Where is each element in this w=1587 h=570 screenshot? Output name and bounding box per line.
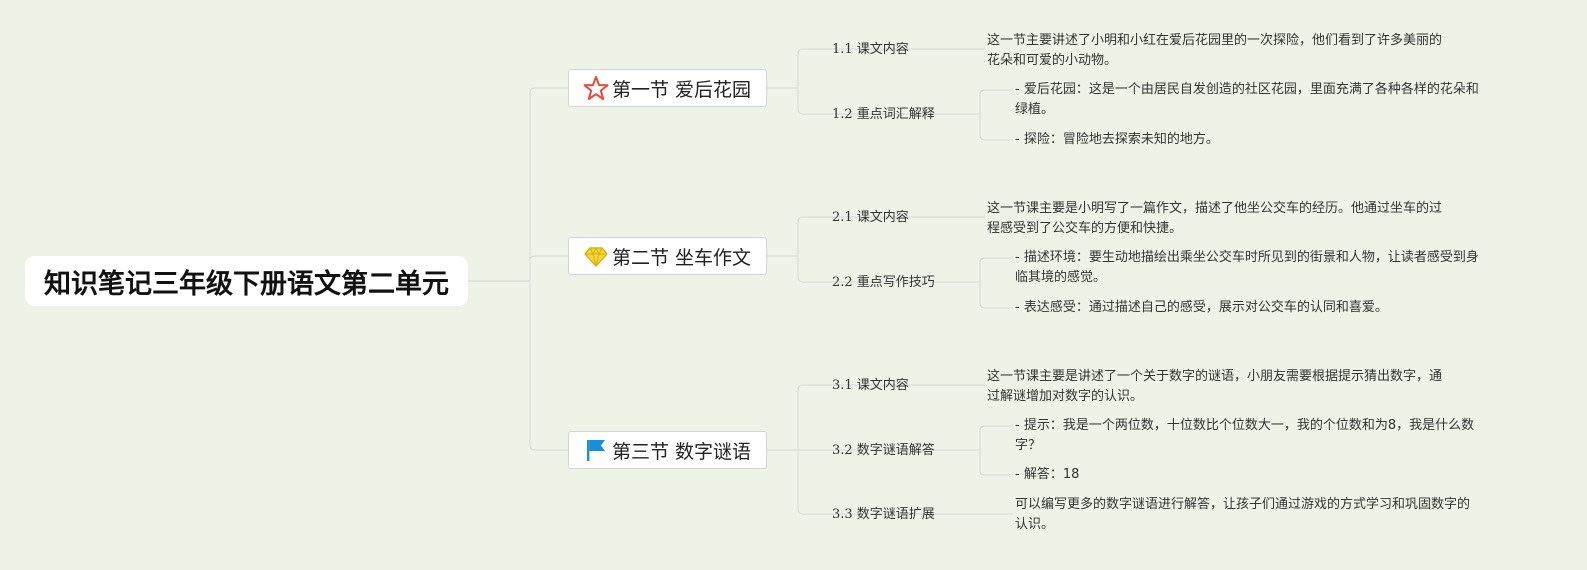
detail-branch-2-2	[979, 302, 1013, 309]
detail-branch-2-1	[979, 257, 1013, 264]
star-icon	[583, 75, 609, 101]
subtopic-3-3[interactable]: 3.3 数字谜语扩展	[832, 507, 935, 522]
detail-1-2-b[interactable]: - 探险：冒险地去探索未知的地方。	[1015, 132, 1219, 147]
detail-3-1[interactable]: 这一节课主要是讲述了一个关于数字的谜语，小朋友需要根据提示猜出数字，通 过解谜增…	[987, 369, 1443, 404]
section-connector-3	[529, 444, 568, 451]
detail-branch-1-2	[979, 134, 1013, 141]
section-2-topic[interactable]: 第二节 坐车作文	[568, 237, 767, 275]
section-3-topic[interactable]: 第三节 数字谜语	[568, 431, 767, 469]
subtopic-1-2[interactable]: 1.2 重点词汇解释	[832, 107, 935, 122]
detail-2-1[interactable]: 这一节课主要是小明写了一篇作文，描述了他坐公交车的经历。他通过坐车的过 程感受到…	[987, 201, 1443, 236]
section-connector-1	[529, 87, 568, 94]
subtopic-1-1[interactable]: 1.1 课文内容	[832, 42, 909, 57]
section-1-topic[interactable]: 第一节 爱后花园	[568, 69, 767, 107]
detail-branch-3-1	[979, 425, 1013, 432]
detail-3-2-a[interactable]: - 提示：我是一个两位数，十位数比个位数大一，我的个位数和为8，我是什么数 字？	[1015, 418, 1475, 453]
detail-2-2-a[interactable]: - 描述环境：要生动地描绘出乘坐公交车时所见到的街景和人物，让读者感受到身 临其…	[1015, 250, 1479, 285]
section-2-label: 第二节 坐车作文	[612, 246, 752, 269]
detail-3-2-b[interactable]: - 解答：18	[1015, 467, 1080, 482]
flag-icon	[583, 437, 609, 463]
subtopic-3-1[interactable]: 3.1 课文内容	[832, 378, 909, 393]
detail-1-1[interactable]: 这一节主要讲述了小明和小红在爱后花园里的一次探险，他们看到了许多美丽的 花朵和可…	[987, 33, 1443, 68]
subtopic-2-1[interactable]: 2.1 课文内容	[832, 210, 909, 225]
subtopic-3-2[interactable]: 3.2 数字谜语解答	[832, 443, 935, 458]
root-topic[interactable]: 知识笔记三年级下册语文第二单元	[25, 256, 468, 306]
section-3-label: 第三节 数字谜语	[612, 440, 752, 463]
subtopic-2-2[interactable]: 2.2 重点写作技巧	[832, 275, 935, 290]
detail-branch-1-1	[979, 89, 1013, 96]
section-connector-2	[529, 255, 568, 262]
detail-branch-3-2	[979, 469, 1013, 476]
section-1-label: 第一节 爱后花园	[612, 78, 752, 101]
detail-1-2-a[interactable]: - 爱后花园：这是一个由居民自发创造的社区花园，里面充满了各种各样的花朵和 绿植…	[1015, 82, 1479, 117]
diamond-icon	[583, 243, 609, 269]
detail-3-3[interactable]: 可以编写更多的数字谜语进行解答，让孩子们通过游戏的方式学习和巩固数字的 认识。	[1015, 497, 1471, 532]
detail-2-2-b[interactable]: - 表达感受：通过描述自己的感受，展示对公交车的认同和喜爱。	[1015, 300, 1388, 315]
